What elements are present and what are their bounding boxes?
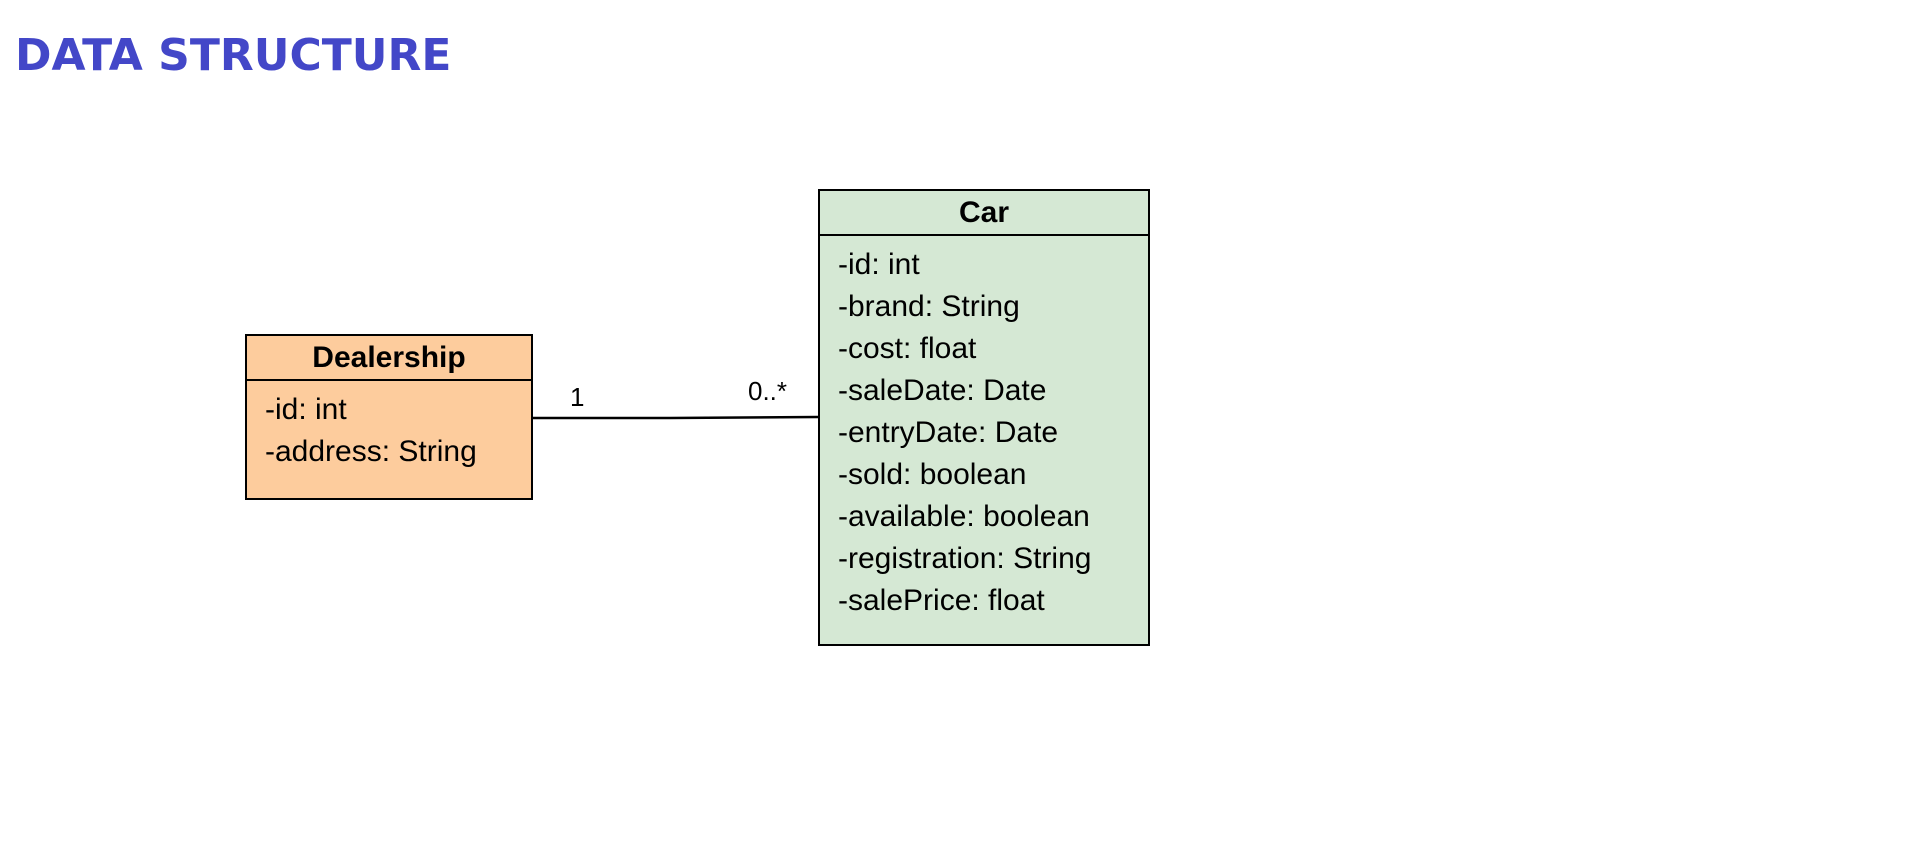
attribute-item: -brand: String (838, 290, 1020, 323)
multiplicity-car: 0..* (748, 376, 788, 406)
attribute-item: -cost: float (838, 332, 977, 365)
attribute-item: -available: boolean (838, 500, 1090, 533)
attribute-item: -entryDate: Date (838, 416, 1059, 449)
attribute-item: -sold: boolean (838, 458, 1027, 491)
class-name-car: Car (820, 191, 1148, 236)
multiplicity-dealership: 1 (570, 382, 585, 412)
class-name-dealership: Dealership (247, 336, 531, 381)
attribute-item: -id: int (838, 248, 920, 281)
attribute-list-car: -id: int -brand: String -cost: float -sa… (820, 236, 1148, 622)
attribute-item: -salePrice: float (838, 584, 1045, 617)
attribute-list-dealership: -id: int -address: String (247, 381, 531, 473)
attribute-item: -address: String (265, 435, 477, 468)
association-path (533, 415, 819, 420)
attribute-item: -saleDate: Date (838, 374, 1047, 407)
attribute-item: -id: int (265, 393, 347, 426)
class-car[interactable]: Car -id: int -brand: String -cost: float… (818, 189, 1150, 646)
page-title: DATA STRUCTURE (15, 30, 452, 81)
class-dealership[interactable]: Dealership -id: int -address: String (245, 334, 533, 500)
attribute-item: -registration: String (838, 542, 1092, 575)
